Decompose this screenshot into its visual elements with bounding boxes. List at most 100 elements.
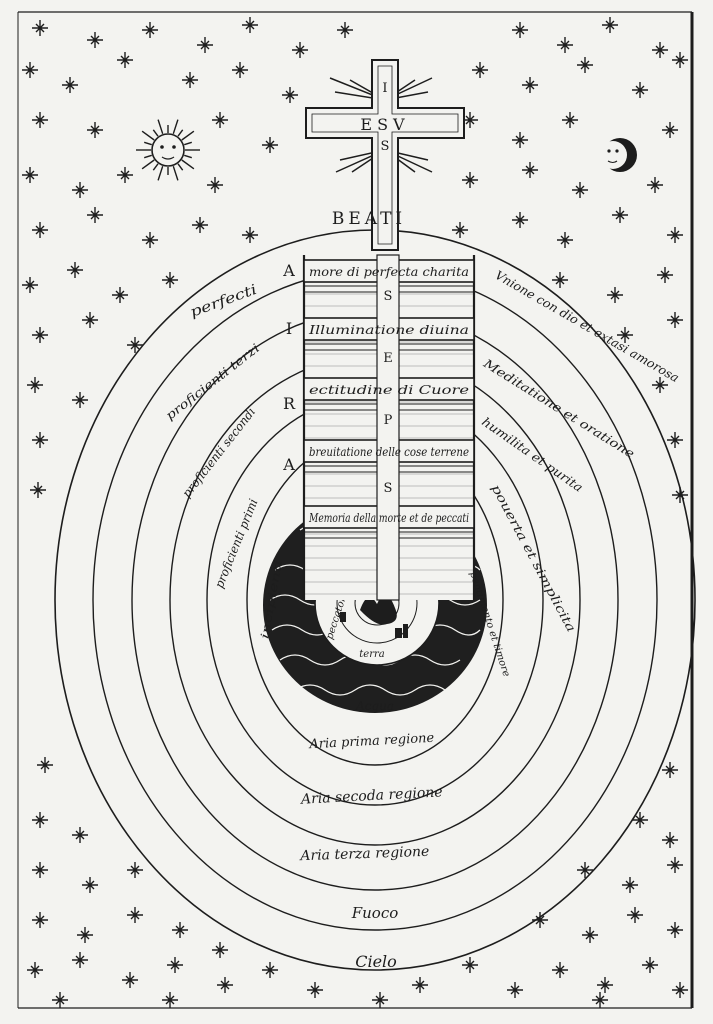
star-icon	[507, 982, 523, 998]
sphere-region-label: Aria prima regione	[308, 731, 435, 753]
star-icon	[667, 857, 683, 873]
star-icon	[192, 217, 208, 233]
beati-label: BEATI	[332, 209, 406, 229]
star-icon	[87, 122, 103, 138]
star-icon	[617, 327, 633, 343]
sphere-region-label: Cielo	[355, 952, 397, 971]
star-icon	[552, 272, 568, 288]
star-icon	[512, 22, 528, 38]
star-icon	[197, 37, 213, 53]
star-icon	[87, 207, 103, 223]
star-icon	[232, 62, 248, 78]
star-icon	[592, 992, 608, 1008]
star-icon	[72, 952, 88, 968]
star-icon	[337, 22, 353, 38]
ladder-capital-letter: I	[286, 319, 292, 338]
ladder-rung-text: breuitatione delle cose terrene	[309, 445, 469, 459]
star-icon	[30, 482, 46, 498]
star-icon	[212, 112, 228, 128]
star-icon	[142, 232, 158, 248]
star-icon	[512, 132, 528, 148]
star-icon	[212, 942, 228, 958]
sphere-region-label: Aria secoda regione	[299, 784, 443, 808]
sphere-region-label: Aria terza regione	[298, 844, 429, 865]
star-icon	[522, 77, 538, 93]
star-icon	[557, 37, 573, 53]
star-icon	[652, 377, 668, 393]
ladder-pole-letter: E	[383, 351, 393, 366]
star-icon	[72, 392, 88, 408]
star-icon	[632, 82, 648, 98]
star-icon	[552, 962, 568, 978]
ladder-center-pole	[376, 254, 400, 601]
star-icon	[127, 862, 143, 878]
sphere-region-label: Fuoco	[351, 904, 399, 922]
star-icon	[672, 52, 688, 68]
star-icon	[462, 957, 478, 973]
star-icon	[167, 957, 183, 973]
star-icon	[462, 172, 478, 188]
star-icon	[72, 827, 88, 843]
star-icon	[632, 812, 648, 828]
cross-shape	[305, 59, 465, 251]
star-icon	[647, 177, 663, 193]
star-icon	[627, 907, 643, 923]
star-icon	[127, 907, 143, 923]
star-icon	[667, 312, 683, 328]
star-icon	[32, 862, 48, 878]
star-icon	[662, 762, 678, 778]
ladder-rung-text: Illuminatione diuina	[308, 323, 469, 337]
star-icon	[292, 42, 308, 58]
star-icon	[37, 757, 53, 773]
star-icon	[472, 62, 488, 78]
star-icon	[602, 17, 618, 33]
star-icon	[512, 212, 528, 228]
moon-face-icon	[599, 138, 637, 172]
ladder-rung-text: ectitudine di Cuore	[309, 383, 469, 397]
star-icon	[112, 287, 128, 303]
star-icon	[462, 112, 478, 128]
star-icon	[67, 262, 83, 278]
star-icon	[162, 992, 178, 1008]
star-icon	[162, 272, 178, 288]
star-icon	[412, 977, 428, 993]
star-icon	[242, 227, 258, 243]
star-icon	[667, 432, 683, 448]
ladder-rungs	[303, 259, 475, 595]
star-icon	[32, 327, 48, 343]
star-icon	[82, 312, 98, 328]
star-icon	[572, 182, 588, 198]
star-icon	[242, 17, 258, 33]
star-icon	[672, 982, 688, 998]
star-icon	[32, 432, 48, 448]
star-icon	[32, 20, 48, 36]
star-icon	[622, 877, 638, 893]
star-icon	[142, 22, 158, 38]
star-icon	[667, 922, 683, 938]
star-icon	[562, 112, 578, 128]
star-icon	[32, 912, 48, 928]
star-icon	[582, 927, 598, 943]
ladder-rung-text: Memoria della morte et de peccati	[308, 511, 469, 525]
star-icon	[22, 277, 38, 293]
star-icon	[117, 167, 133, 183]
star-icon	[77, 927, 93, 943]
ladder-pole-letter: S	[384, 481, 393, 496]
star-icon	[642, 957, 658, 973]
ladder-capital-letter: R	[283, 394, 296, 413]
earth-terra-label: terra	[359, 649, 384, 660]
star-icon	[612, 207, 628, 223]
star-icon	[262, 137, 278, 153]
star-icon	[32, 112, 48, 128]
star-icon	[122, 972, 138, 988]
star-icon	[372, 992, 388, 1008]
star-icon	[27, 377, 43, 393]
star-icon	[597, 977, 613, 993]
